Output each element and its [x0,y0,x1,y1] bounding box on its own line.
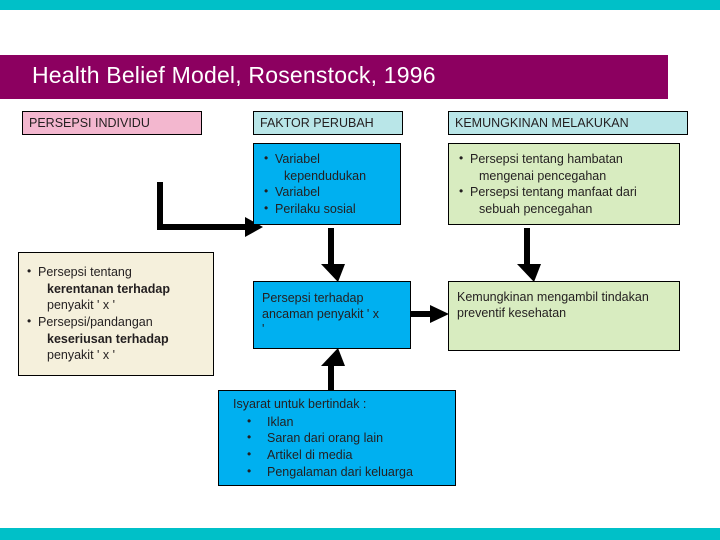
arrow-faktor-to-ancaman [157,182,263,237]
list-item: Pengalaman dari keluarga [229,464,449,481]
arrow-ancaman-to-tindakan [411,305,449,323]
tindakan-line-1: Kemungkinan mengambil tindakan [457,290,649,304]
box-faktor-perubah: Variabel kependudukan Variabel Perilaku … [253,143,401,225]
list-item: mengenai pencegahan [479,168,607,183]
list-item: Artikel di media [229,447,449,464]
persepsi-individu-list: Persepsi tentang kerentanan terhadap pen… [25,264,205,364]
box-isyarat-bertindak: Isyarat untuk bertindak : Iklan Saran da… [218,390,456,486]
kemungkinan-list: Persepsi tentang hambatan mengenai pence… [457,151,675,218]
arrow-isyarat-to-ancaman [321,348,345,390]
box-kemungkinan-melakukan: Persepsi tentang hambatan mengenai pence… [448,143,680,225]
ancaman-line-3: ' [262,322,265,337]
list-item: keseriusan terhadap [47,331,169,346]
list-item: kerentanan terhadap [47,281,170,296]
arrow-kemungkinan-down [517,228,541,282]
ancaman-line-1: Persepsi terhadap [262,291,364,305]
list-item: Saran dari orang lain [229,430,449,447]
isyarat-list: Iklan Saran dari orang lain Artikel di m… [229,414,449,481]
list-item: Variabel [262,184,396,201]
tindakan-line-2: preventif kesehatan [457,305,567,320]
header-persepsi-individu: PERSEPSI INDIVIDU [22,111,202,135]
title-banner [0,55,668,99]
page-title: Health Belief Model, Rosenstock, 1996 [32,62,436,88]
header-kemungkinan-melakukan: KEMUNGKINAN MELAKUKAN [448,111,688,135]
box-kemungkinan-tindakan: Kemungkinan mengambil tindakan preventif… [448,281,680,351]
list-item: Perilaku sosial [262,201,396,218]
list-item: sebuah pencegahan [479,201,593,216]
list-item: Persepsi tentang [25,264,205,281]
list-item: Persepsi tentang manfaat dari [457,184,675,201]
ancaman-line-2: ancaman penyakit ' x [262,306,380,321]
arrow-faktor-down [321,228,345,282]
header-faktor-perubah: FAKTOR PERUBAH [253,111,403,135]
list-item: Iklan [229,414,449,431]
list-item: Variabel [262,151,396,168]
faktor-perubah-list: Variabel kependudukan Variabel Perilaku … [262,151,396,218]
box-persepsi-ancaman: Persepsi terhadap ancaman penyakit ' x ' [253,281,411,349]
top-accent-bar [0,0,720,10]
box-persepsi-individu: Persepsi tentang kerentanan terhadap pen… [18,252,214,376]
isyarat-title: Isyarat untuk bertindak : [233,397,367,411]
list-item: Persepsi/pandangan [25,314,205,331]
list-item: Persepsi tentang hambatan [457,151,675,168]
list-item: penyakit ' x ' [47,298,115,313]
bottom-accent-bar [0,528,720,540]
list-item: penyakit ' x ' [47,348,115,363]
list-item: kependudukan [284,168,367,183]
